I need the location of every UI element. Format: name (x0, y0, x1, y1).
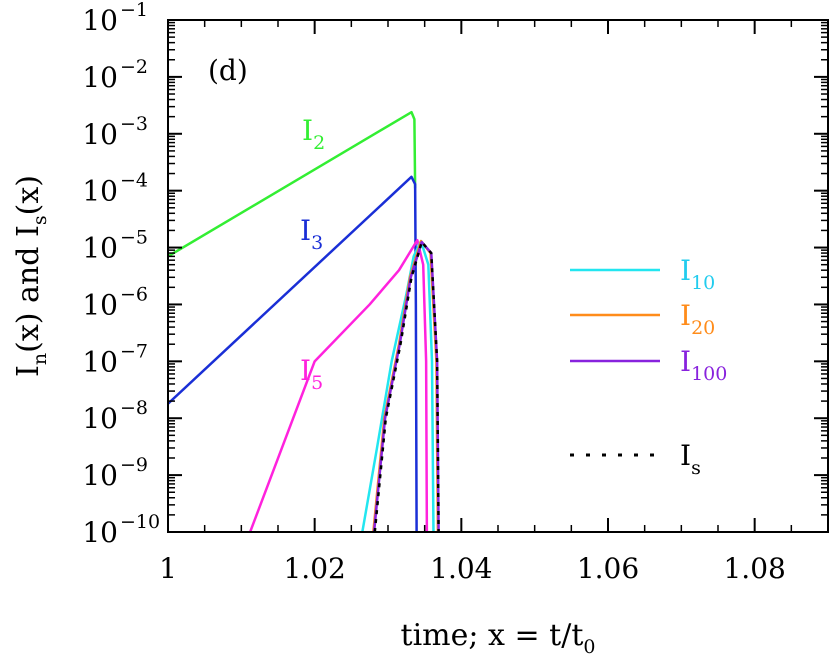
legend-label-i100: I100 (680, 345, 727, 385)
series-label-i2: I2 (302, 114, 325, 154)
series-line-i3 (168, 175, 418, 532)
y-tick-exponent: −10 (120, 511, 160, 533)
y-tick-exponent: −4 (120, 170, 148, 192)
legend-label-i20: I20 (680, 299, 715, 339)
series-line-i2 (168, 110, 417, 258)
plot-frame (167, 19, 829, 533)
y-tick-label: 10 (82, 402, 118, 435)
x-tick-label: 1.02 (283, 552, 345, 585)
y-tick-exponent: −2 (120, 56, 148, 78)
y-tick-exponent: −8 (120, 397, 148, 419)
y-tick-label: 10 (82, 232, 118, 265)
series-line-is (373, 240, 440, 532)
y-axis-title: In(x) and Is(x) (11, 175, 51, 377)
y-tick-exponent: −1 (120, 0, 148, 21)
x-tick-label: 1.06 (577, 552, 639, 585)
series-line-i5 (248, 238, 429, 532)
y-tick-label: 10 (82, 4, 118, 37)
y-tick-label: 10 (82, 288, 118, 321)
y-tick-label: 10 (82, 175, 118, 208)
x-tick-label: 1 (159, 552, 177, 585)
series-label-i3: I3 (300, 214, 323, 254)
x-tick-label: 1.04 (430, 552, 492, 585)
legend-label-i10: I10 (680, 254, 715, 294)
y-tick-exponent: −3 (120, 113, 148, 135)
y-tick-exponent: −5 (120, 227, 148, 249)
y-tick-label: 10 (82, 459, 118, 492)
y-tick-label: 10 (82, 118, 118, 151)
series-line-i10 (361, 239, 435, 532)
series-label-i5: I5 (300, 354, 323, 394)
y-tick-exponent: −9 (120, 454, 148, 476)
panel-label: (d) (208, 54, 248, 87)
y-tick-exponent: −7 (120, 340, 148, 362)
x-tick-label: 1.08 (723, 552, 785, 585)
y-tick-label: 10 (82, 345, 118, 378)
x-axis-title: time; x = t/t0 (401, 618, 596, 658)
y-tick-label: 10 (82, 61, 118, 94)
legend-label-is: Is (680, 439, 701, 479)
y-tick-label: 10 (82, 516, 118, 549)
y-tick-exponent: −6 (120, 283, 148, 305)
